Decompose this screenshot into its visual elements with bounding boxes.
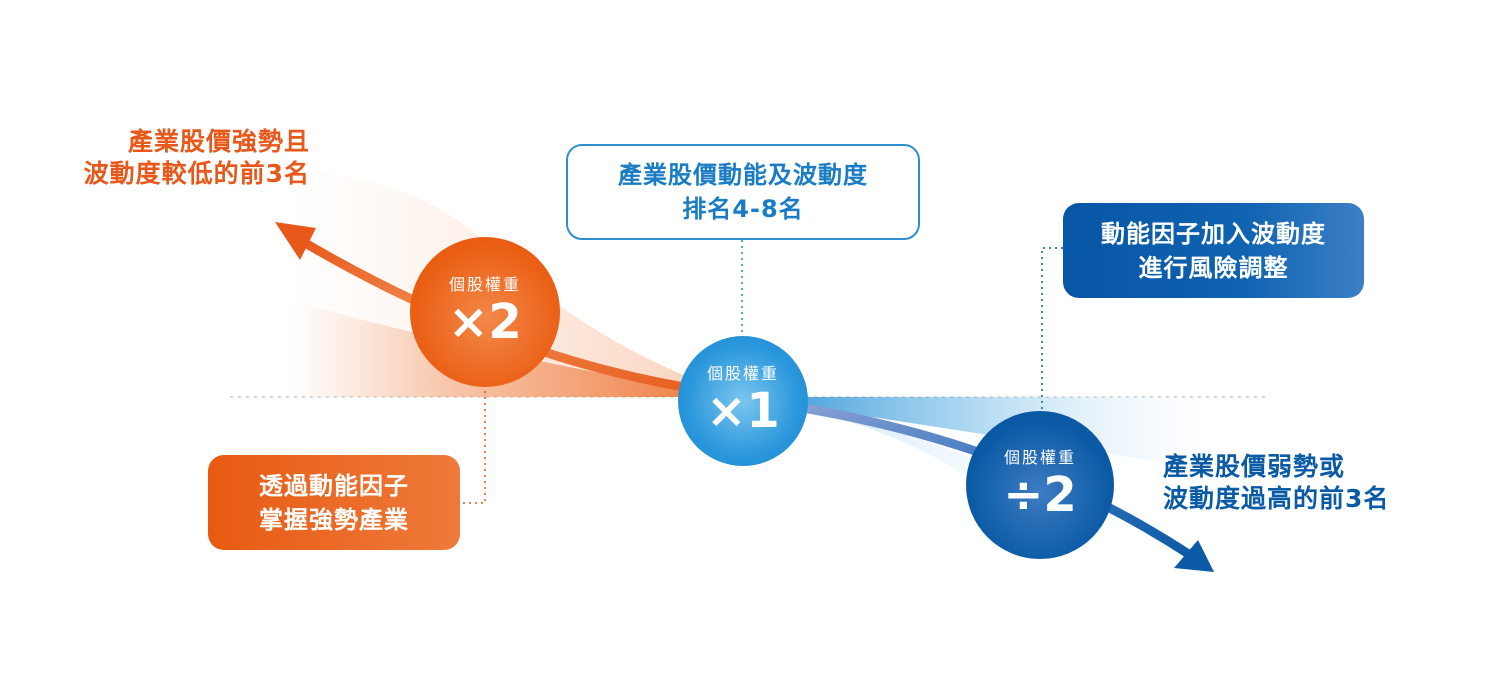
orange-arrowhead bbox=[275, 222, 316, 260]
weight-single-circle: 個股權重 ×1 bbox=[678, 336, 808, 466]
weight-double-circle: 個股權重 ×2 bbox=[410, 237, 560, 387]
momentum-factor-box: 透過動能因子 掌握強勢產業 bbox=[208, 455, 460, 550]
weak-label-line2: 波動度過高的前3名 bbox=[1163, 484, 1390, 513]
middle-ranking-box: 產業股價動能及波動度 排名4-8名 bbox=[566, 144, 920, 240]
connector-weak bbox=[1041, 247, 1063, 413]
risk-box-line1: 動能因子加入波動度 bbox=[1101, 219, 1326, 248]
weight-value: ÷2 bbox=[1003, 467, 1077, 523]
weight-value: ×1 bbox=[706, 383, 780, 439]
momentum-box-line1: 透過動能因子 bbox=[259, 471, 409, 500]
weight-caption: 個股權重 bbox=[448, 275, 521, 294]
middle-box-line1: 產業股價動能及波動度 bbox=[618, 161, 868, 189]
risk-box-line2: 進行風險調整 bbox=[1138, 253, 1289, 282]
weight-caption: 個股權重 bbox=[1003, 448, 1076, 467]
blue-fan bbox=[740, 397, 1210, 470]
orange-fan bbox=[290, 300, 740, 397]
weak-industries-label: 產業股價弱勢或 波動度過高的前3名 bbox=[1163, 451, 1389, 515]
strong-label-line1: 產業股價強勢且 bbox=[128, 127, 311, 156]
momentum-box-line2: 掌握強勢產業 bbox=[259, 505, 409, 534]
weight-half-circle: 個股權重 ÷2 bbox=[966, 411, 1114, 559]
weak-label-line1: 產業股價弱勢或 bbox=[1163, 452, 1346, 481]
connector-strong bbox=[462, 385, 486, 504]
weight-caption: 個股權重 bbox=[706, 364, 779, 383]
blue-arrowhead bbox=[1174, 540, 1214, 572]
risk-adjust-box: 動能因子加入波動度 進行風險調整 bbox=[1063, 203, 1364, 298]
weight-value: ×2 bbox=[448, 294, 522, 350]
strong-label-line2: 波動度較低的前3名 bbox=[83, 159, 311, 188]
middle-box-line2: 排名4-8名 bbox=[682, 195, 804, 223]
strong-industries-label: 產業股價強勢且 波動度較低的前3名 bbox=[78, 126, 310, 190]
